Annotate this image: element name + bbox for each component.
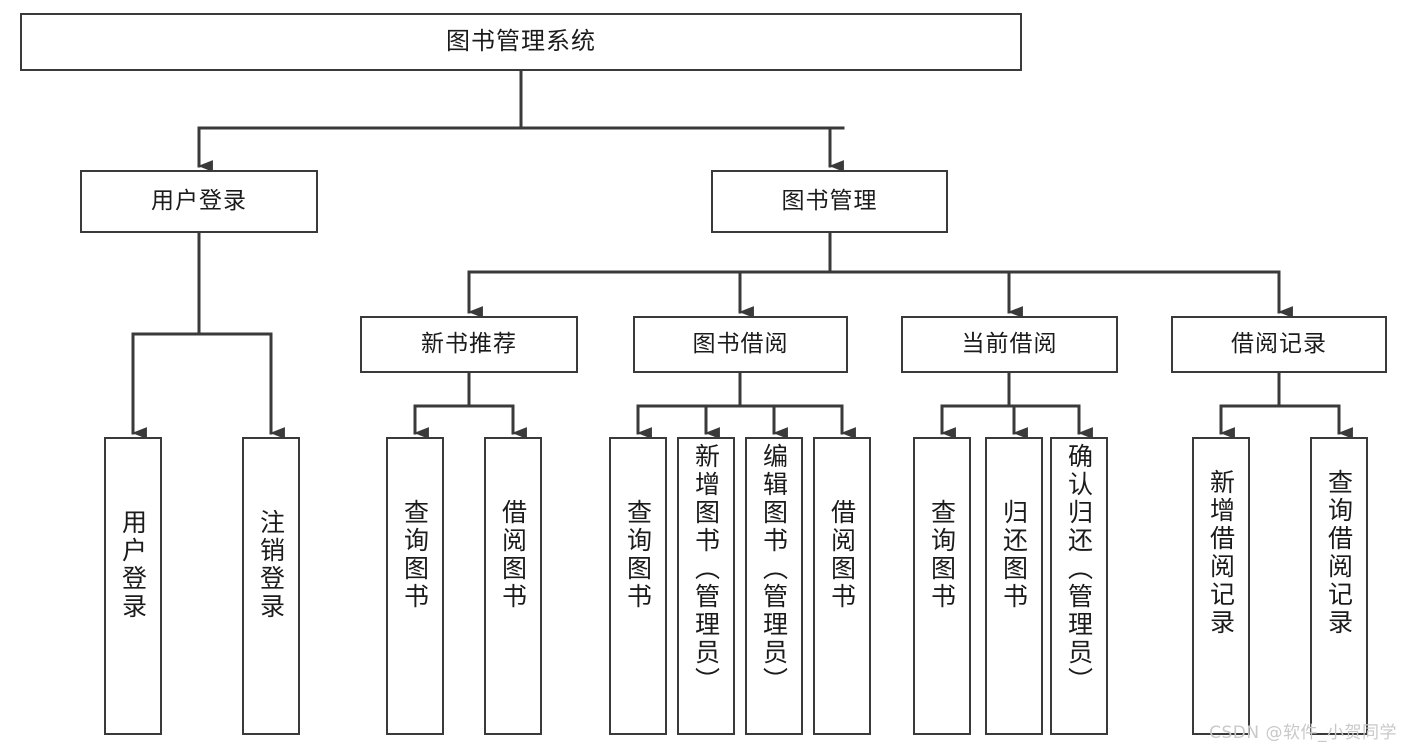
leaf-borrow-book-1[interactable]: 借阅图书 <box>484 437 542 735</box>
leaf-query-record-label: 查询借阅记录 <box>1324 469 1354 637</box>
csdn-watermark: CSDN @软件_小贺同学 <box>1209 723 1397 743</box>
node-current-borrow-label: 当前借阅 <box>961 331 1058 358</box>
node-book-manage[interactable]: 图书管理 <box>711 170 948 233</box>
leaf-add-book[interactable]: 新增图书（管理员） <box>677 437 735 735</box>
leaf-borrow-book-2[interactable]: 借阅图书 <box>813 437 871 735</box>
leaf-add-record-label: 新增借阅记录 <box>1206 469 1236 637</box>
leaf-edit-book[interactable]: 编辑图书（管理员） <box>745 437 803 735</box>
node-current-borrow[interactable]: 当前借阅 <box>901 316 1118 373</box>
node-new-book-recommend-label: 新书推荐 <box>421 331 517 358</box>
node-borrow-record-label: 借阅记录 <box>1231 331 1327 358</box>
leaf-edit-book-label: 编辑图书（管理员） <box>759 443 789 695</box>
leaf-user-logout-label: 注销登录 <box>256 509 286 621</box>
leaf-confirm-return-label: 确认归还（管理员） <box>1064 443 1094 695</box>
leaf-return-book[interactable]: 归还图书 <box>985 437 1043 735</box>
leaf-user-login[interactable]: 用户登录 <box>104 437 162 735</box>
leaf-user-login-label: 用户登录 <box>118 509 148 621</box>
node-book-manage-label: 图书管理 <box>781 188 878 215</box>
leaf-borrow-book-2-label: 借阅图书 <box>827 499 857 611</box>
node-user-login[interactable]: 用户登录 <box>80 170 318 233</box>
node-root-label: 图书管理系统 <box>446 27 596 56</box>
node-borrow-record[interactable]: 借阅记录 <box>1171 316 1387 373</box>
leaf-query-record[interactable]: 查询借阅记录 <box>1310 437 1368 735</box>
node-book-borrow-label: 图书借阅 <box>692 331 789 358</box>
leaf-return-book-label: 归还图书 <box>999 499 1029 611</box>
leaf-query-book-3-label: 查询图书 <box>927 499 957 611</box>
leaf-query-book-3[interactable]: 查询图书 <box>913 437 971 735</box>
leaf-user-logout[interactable]: 注销登录 <box>242 437 300 735</box>
leaf-query-book-1[interactable]: 查询图书 <box>386 437 444 735</box>
node-root[interactable]: 图书管理系统 <box>20 13 1022 71</box>
leaf-borrow-book-1-label: 借阅图书 <box>498 499 528 611</box>
leaf-add-record[interactable]: 新增借阅记录 <box>1192 437 1250 735</box>
node-book-borrow[interactable]: 图书借阅 <box>633 316 848 373</box>
node-user-login-label: 用户登录 <box>151 188 247 215</box>
leaf-query-book-1-label: 查询图书 <box>400 499 430 611</box>
leaf-confirm-return[interactable]: 确认归还（管理员） <box>1050 437 1108 735</box>
leaf-query-book-2[interactable]: 查询图书 <box>609 437 667 735</box>
leaf-add-book-label: 新增图书（管理员） <box>691 443 721 695</box>
node-new-book-recommend[interactable]: 新书推荐 <box>360 316 578 373</box>
leaf-query-book-2-label: 查询图书 <box>623 499 653 611</box>
